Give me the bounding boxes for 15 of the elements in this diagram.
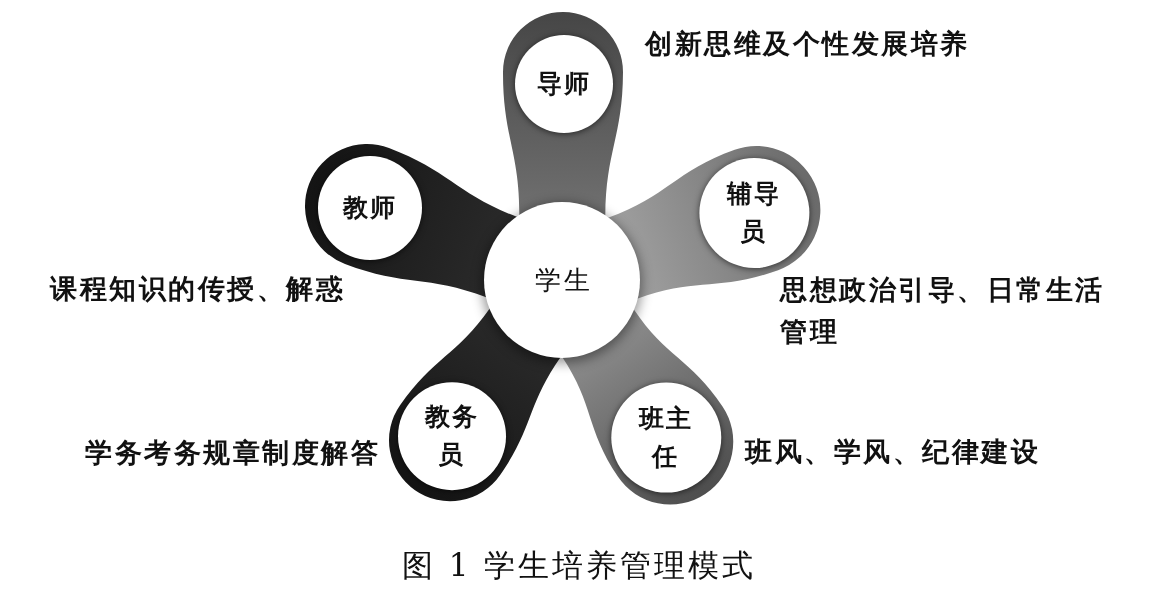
description-text: 创新思维及个性发展培养 [645,27,970,61]
role-label: 导师 [536,68,592,100]
figure-caption: 图 1 学生培养管理模式 [401,546,757,585]
role-label: 教务员 [423,401,480,471]
description-text: 课程知识的传授、解惑 [50,272,345,306]
center-label: 学生 [533,264,593,297]
description-text: 班风、学风、纪律建设 [745,435,1040,469]
petal-shape [388,307,561,501]
petal-shape [561,309,733,505]
description-text: 思想政治引导、日常生活管理 [780,273,1106,349]
petal-shape [503,12,623,217]
role-label: 班主任 [637,403,694,473]
role-label: 辅导员 [725,178,782,248]
role-label: 教师 [341,192,398,224]
description-text: 学务考务规章制度解答 [85,436,380,470]
